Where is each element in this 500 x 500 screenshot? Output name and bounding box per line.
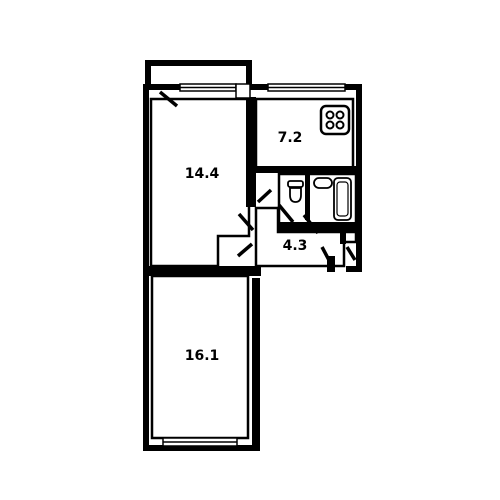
- entrance-wall-stub-2: [340, 232, 346, 244]
- bathroom-bottom-wall: [279, 222, 356, 232]
- door-entrance-2: [345, 246, 357, 261]
- window-bottom: [162, 437, 238, 447]
- window-balcony: [179, 83, 237, 92]
- toilet-icon: [287, 180, 304, 203]
- window-top-right: [267, 83, 346, 92]
- door-room-1: [237, 212, 255, 232]
- kitchen-area-label: 7.2: [278, 130, 303, 146]
- door-toilet: [277, 203, 295, 224]
- sink-icon: [313, 177, 333, 189]
- room-1-area-label: 14.4: [185, 166, 220, 182]
- door-bath: [302, 213, 320, 235]
- room-1-outline: [149, 97, 251, 268]
- balcony-door-gap: [235, 83, 251, 99]
- bathroom-divider: [305, 174, 310, 220]
- balcony: [145, 60, 252, 86]
- door-balcony: [158, 90, 179, 108]
- room-2-area-label: 16.1: [185, 348, 220, 364]
- partition-wall-vertical: [246, 97, 256, 207]
- hall-area-label: 4.3: [283, 238, 308, 254]
- stove-icon: [319, 104, 351, 136]
- partition-wall-horizontal: [149, 266, 261, 276]
- door-room-2: [236, 242, 254, 258]
- partition-wall-kitchen: [256, 166, 356, 173]
- door-kitchen: [256, 188, 273, 204]
- bathtub-icon: [333, 177, 352, 221]
- entrance-wall-stub: [327, 256, 335, 272]
- outer-walls: [143, 84, 362, 451]
